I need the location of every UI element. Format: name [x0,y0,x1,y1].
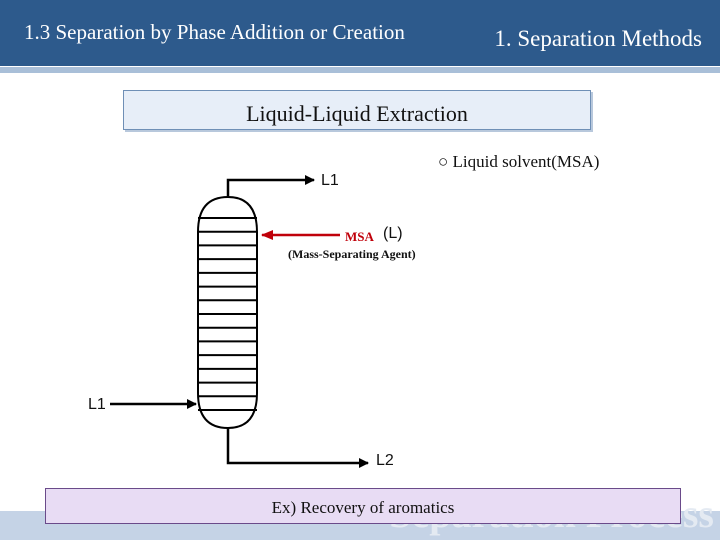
msa-label: MSA [345,229,374,244]
msa-definition-label: (Mass-Separating Agent) [288,247,416,261]
bottom-outlet-line [226,428,369,468]
msa-phase-label: (L) [383,225,403,242]
example-box: Ex) Recovery of aromatics [45,488,681,524]
bottom-product-label: L2 [376,452,394,469]
top-outlet-line [226,175,315,196]
top-stream-label: L1 [321,172,339,189]
slide-section-title: 1. Separation Methods [494,26,702,51]
column-trays [198,217,257,411]
bottom-feed-label: L1 [88,396,106,413]
column-vessel [197,195,258,430]
slide-header: 1.3 Separation by Phase Addition or Crea… [0,0,720,66]
slide-header-title: 1.3 Separation by Phase Addition or Crea… [24,20,405,44]
slide-title-box: Liquid-Liquid Extraction [123,90,591,130]
msa-bullet-point: ○ Liquid solvent(MSA) [438,152,600,171]
header-divider [0,67,720,73]
